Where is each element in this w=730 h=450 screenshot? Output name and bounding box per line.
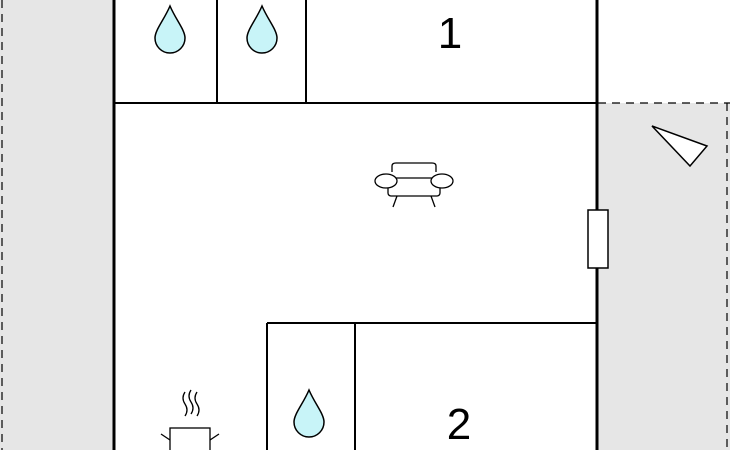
room-1-label: 1: [438, 9, 462, 58]
water-drop-icon: [154, 4, 186, 54]
room-2-label: 2: [447, 400, 471, 449]
window-icon: [587, 209, 609, 269]
water-drop-icon: [293, 388, 325, 438]
water-drop-icon: [246, 4, 278, 54]
sofa-icon: [374, 162, 454, 208]
exterior-area-right: [598, 103, 730, 450]
exterior-area-left: [0, 0, 114, 450]
cooking-pot-icon: [160, 389, 220, 450]
north-arrow-icon: [651, 125, 709, 168]
